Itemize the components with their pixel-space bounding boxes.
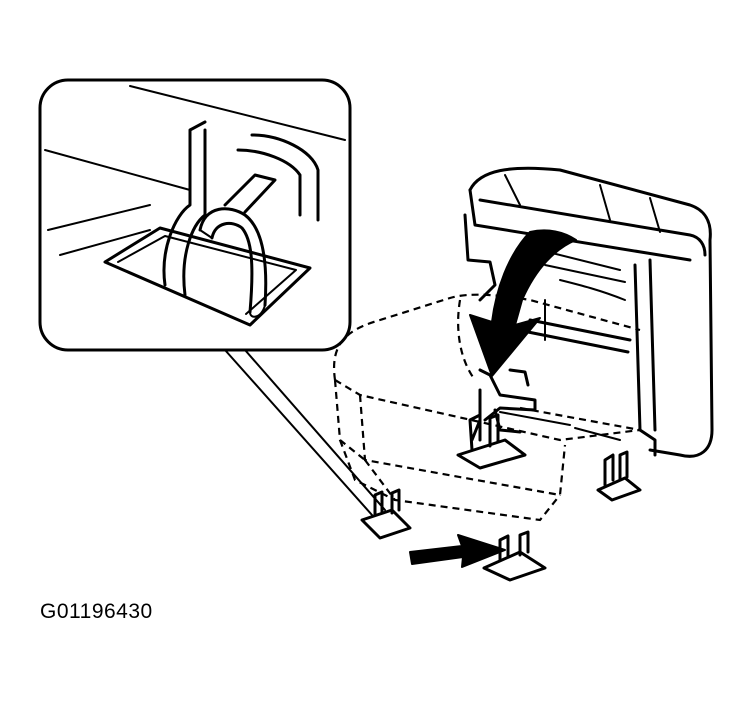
figure-code: G01196430 <box>40 600 153 623</box>
rear-right-striker <box>596 450 642 502</box>
detail-inset <box>38 78 352 352</box>
slide-direction-arrow-icon <box>409 534 506 568</box>
fold-down-arrow-icon <box>469 229 577 377</box>
seat-hinge-latch <box>470 368 621 442</box>
seat-back <box>463 166 714 458</box>
callout-lines <box>224 349 386 516</box>
front-left-striker <box>360 488 412 540</box>
rear-left-striker <box>482 530 547 582</box>
front-right-striker <box>456 413 527 470</box>
